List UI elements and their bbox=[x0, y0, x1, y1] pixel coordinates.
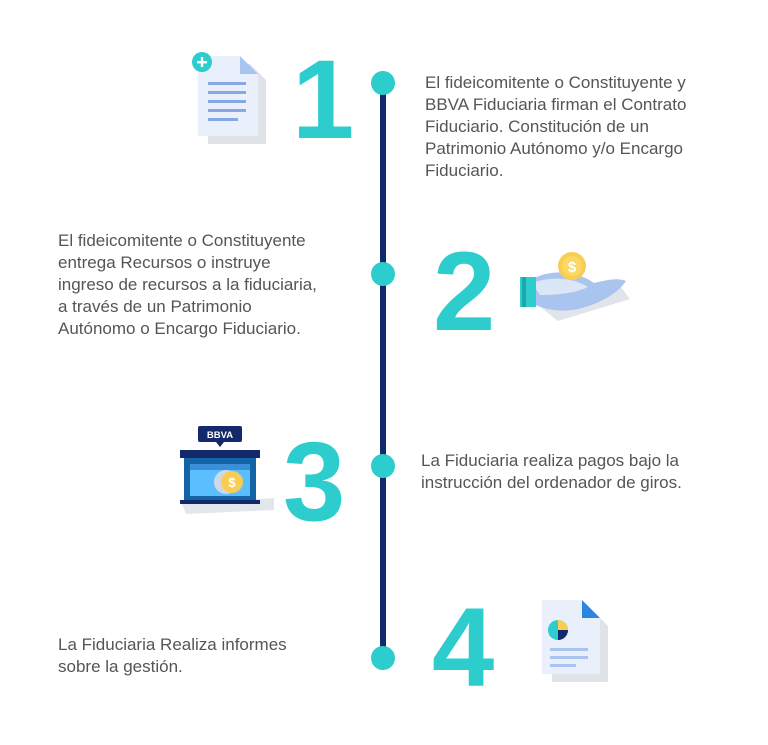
timeline-dot-3 bbox=[371, 454, 395, 478]
step-text-4: La Fiduciaria Realiza informes sobre la … bbox=[58, 635, 287, 676]
bank-branch-icon: BBVA $ bbox=[178, 420, 274, 516]
hand-coin-icon: $ bbox=[518, 247, 630, 327]
step-number-3: 3 bbox=[283, 419, 346, 544]
step-text-2: El fideicomitente o Constituyente entreg… bbox=[58, 231, 317, 338]
svg-text:$: $ bbox=[228, 475, 236, 490]
svg-text:$: $ bbox=[568, 259, 577, 276]
bbva-sign-text: BBVA bbox=[207, 430, 233, 441]
timeline-line bbox=[380, 82, 386, 660]
timeline-dot-1 bbox=[371, 71, 395, 95]
document-add-icon bbox=[188, 50, 268, 146]
step-number-1: 1 bbox=[292, 37, 355, 162]
step-number-2: 2 bbox=[433, 229, 496, 354]
timeline-dot-2 bbox=[371, 262, 395, 286]
step-text-3: La Fiduciaria realiza pagos bajo la inst… bbox=[421, 451, 682, 492]
step-number-4: 4 bbox=[432, 585, 495, 710]
report-chart-icon bbox=[536, 598, 616, 684]
timeline-dot-4 bbox=[371, 646, 395, 670]
step-text-1: El fideicomitente o Constituyente y BBVA… bbox=[425, 73, 687, 180]
